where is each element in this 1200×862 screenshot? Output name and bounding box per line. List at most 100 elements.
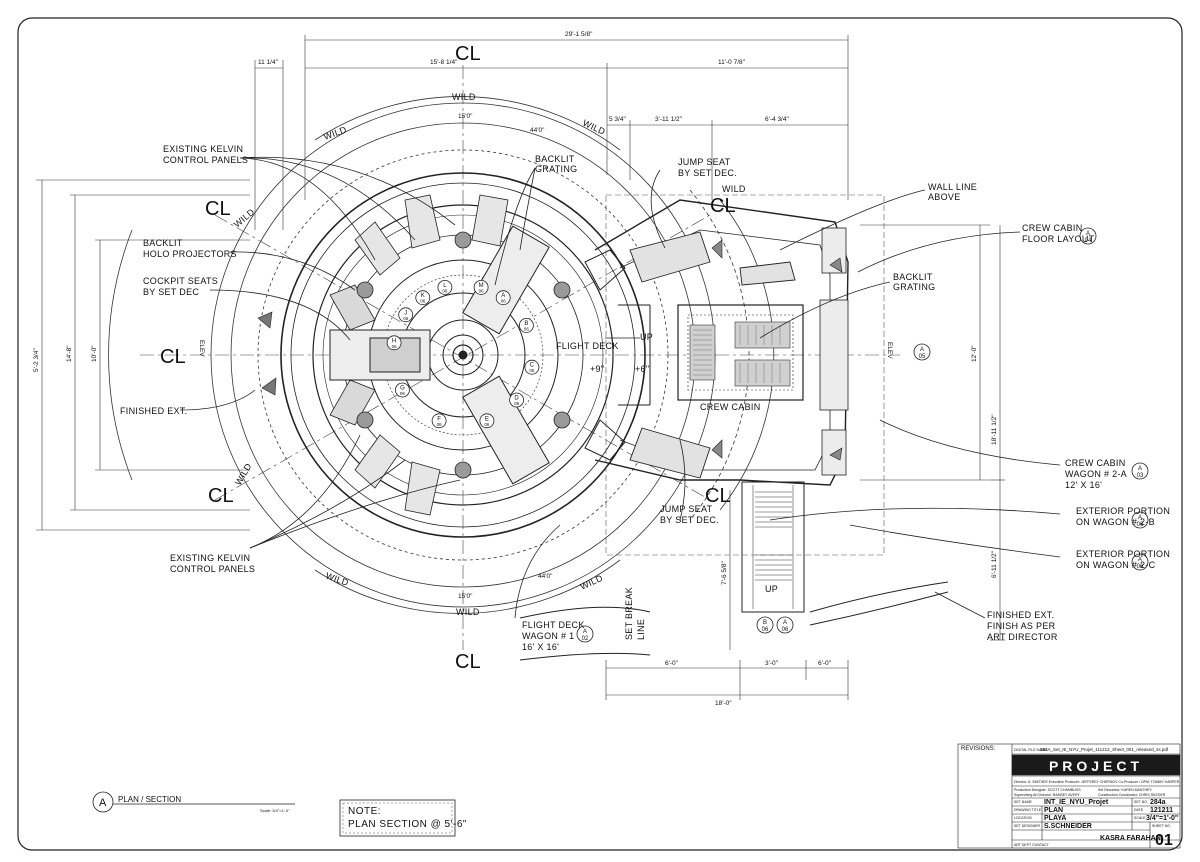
tb-location: PLAYA (1044, 815, 1066, 822)
seat-callout-letter: M (479, 283, 484, 289)
label-wild-bottom: WILD (456, 607, 480, 617)
seat-callout-letter: C (530, 363, 535, 369)
seat-callout-sheet: 06 (392, 344, 398, 349)
tb-scale: 3/4"=1'-0" (1146, 815, 1178, 822)
sheet-border (17, 17, 1183, 851)
label-elev-plus9: +9" (590, 364, 604, 374)
dim-ramp: 7'-6 5/8" (721, 561, 728, 585)
tb-location-label: LOCATION (1014, 816, 1032, 820)
annotation-labels: EXISTING KELVIN CONTROL PANELS BACKLIT H… (120, 144, 1170, 652)
dim-small-top: 11 1/4" (258, 59, 279, 66)
seat-callout-letter: F (437, 416, 441, 422)
tb-date-label: DATE (1134, 808, 1144, 812)
seat-callout-letter: B (524, 321, 528, 327)
ramp-stairs (741, 481, 805, 613)
tb-logo: PROJECT (1049, 758, 1143, 774)
callout-a06 (776, 616, 794, 634)
section-title-scale: Scale: 3/4"=1'-0" (260, 808, 290, 813)
label-wild-tl: WILD (322, 124, 348, 142)
seat-callout-letter: D (514, 396, 519, 402)
section-title-name: PLAN / SECTION (118, 795, 181, 804)
seat-callout-sheet: 06 (524, 326, 530, 331)
label-backlit-grating-top-2: GRATING (535, 164, 577, 174)
label-wild-l1: WILD (232, 207, 257, 230)
seat-callout-sheet: 06 (400, 391, 406, 396)
label-crew-cabin-floor-1: CREW CABIN (1022, 223, 1083, 233)
cabin-pods (711, 239, 843, 461)
label-backlit-grating-right-2: GRATING (893, 282, 935, 292)
exterior-arcs-bottom (519, 581, 949, 661)
tb-art-dept-label: ART DEPT CONTACT (1014, 843, 1050, 847)
tb-set-no: 284a (1150, 799, 1166, 806)
centerlines (140, 65, 900, 650)
tb-set-designer-label: SET DESIGNER (1014, 824, 1040, 828)
label-backlit-holo-1: BACKLIT (143, 238, 183, 248)
label-existing-kelvin-bottom-2: CONTROL PANELS (170, 564, 255, 574)
seat-callout-b (519, 317, 534, 333)
callout-a05 (913, 343, 931, 361)
elev-marks: ELEV ELEV (198, 340, 893, 359)
label-exterior-c-2: ON WAGON # 2-C (1076, 560, 1156, 570)
callout-a06-letter: A (783, 620, 787, 626)
dim-left-top: 15'-8 1/4" (430, 59, 458, 66)
section-title-bubble (92, 791, 114, 813)
jump-seats (629, 231, 796, 479)
tb-set-designer: S.SCHNEIDER (1044, 823, 1092, 830)
seat-callout-g (394, 382, 410, 398)
dim-5-3-4: 5 3/4" (609, 116, 626, 123)
callout-a06-sheet: 06 (782, 627, 789, 633)
label-finished-ext-left: FINISHED EXT. (120, 406, 187, 416)
seat-callout-sheet: 06 (442, 288, 448, 293)
dim-bottom-6a: 6'-0" (665, 660, 679, 667)
label-finished-ext-right-3: ART DIRECTOR (987, 632, 1058, 642)
label-set-break-1: SET BREAK (624, 587, 634, 640)
dimension-text: 29'-1 5/8" 15'-8 1/4" 11'-0 7/8" 11 1/4"… (33, 31, 998, 707)
label-flight-deck-wagon-1: FLIGHT DECK (522, 620, 585, 630)
label-wild-crew: WILD (722, 184, 746, 194)
callout-a06c-letter: A (1138, 557, 1142, 563)
callout-a06-c (1131, 553, 1149, 571)
label-flight-deck-wagon-2: WAGON # 1 (522, 631, 574, 641)
dim-right-top: 11'-0 7/8" (718, 59, 746, 66)
tb-sheet-no: 01 (1155, 832, 1173, 849)
dim-r44-bottom: 44'0" (538, 573, 553, 580)
dim-bottom-total: 18'-0" (715, 700, 732, 707)
callout-a06-b (1131, 511, 1149, 529)
label-existing-kelvin-top-2: CONTROL PANELS (163, 155, 248, 165)
label-exterior-b-1: EXTERIOR PORTION (1076, 506, 1170, 516)
note-body: PLAN SECTION @ 5'-6" (348, 819, 467, 830)
seat-callout-letter: A (501, 293, 505, 299)
callout-text: A 04 A 05 A 03 A 06 A 06 A 02 B 06 A 06 (582, 231, 1144, 642)
tb-revisions: REVISIONS: (961, 746, 996, 752)
label-crew-cabin: CREW CABIN (700, 402, 761, 412)
cl-mark-crew-bottom: CL (705, 485, 731, 507)
seat-callout-f (431, 413, 447, 429)
tb-digital-file-label: DIGITAL FILE NAME: (1014, 748, 1048, 752)
label-crew-cabin-wagon-1: CREW CABIN (1065, 458, 1126, 468)
seat-callout-sheet: 06 (514, 401, 520, 406)
callout-a04-sheet: 04 (1085, 238, 1092, 244)
section-title-letter: A (99, 797, 107, 809)
label-wild-tr: WILD (581, 118, 607, 137)
label-crew-cabin-wagon-3: 12' X 16' (1065, 480, 1102, 490)
label-flight-deck-wagon-3: 16' X 16' (522, 642, 559, 652)
ring-pods (356, 231, 571, 479)
callout-a06b-sheet: 06 (1137, 522, 1144, 528)
tb-art-dept: KASRA FARAHANI (1100, 835, 1163, 842)
cl-mark-upper-left: CL (205, 198, 231, 220)
seat-callout-sheet: 06 (529, 368, 535, 373)
label-up-flight: UP (640, 332, 653, 342)
label-backlit-grating-right-1: BACKLIT (893, 272, 933, 282)
callout-a03-letter: A (1138, 466, 1142, 472)
label-crew-cabin-floor-2: FLOOR LAYOUT (1022, 234, 1095, 244)
label-wild-bl: WILD (324, 570, 350, 588)
set-break-label: SET BREAK LINE (624, 587, 646, 640)
callout-a05-letter: A (920, 347, 924, 353)
cl-mark-top: CL (455, 43, 481, 65)
elev-mark-right: ELEV (886, 342, 893, 359)
dim-right-12: 12'-0" (971, 345, 978, 362)
dim-bottom-6b: 6'-0" (818, 660, 832, 667)
cl-mark-crew-top: CL (710, 195, 736, 217)
tb-credits-2a: Production Designer: SCOTT CHAMBLISS (1014, 788, 1081, 792)
